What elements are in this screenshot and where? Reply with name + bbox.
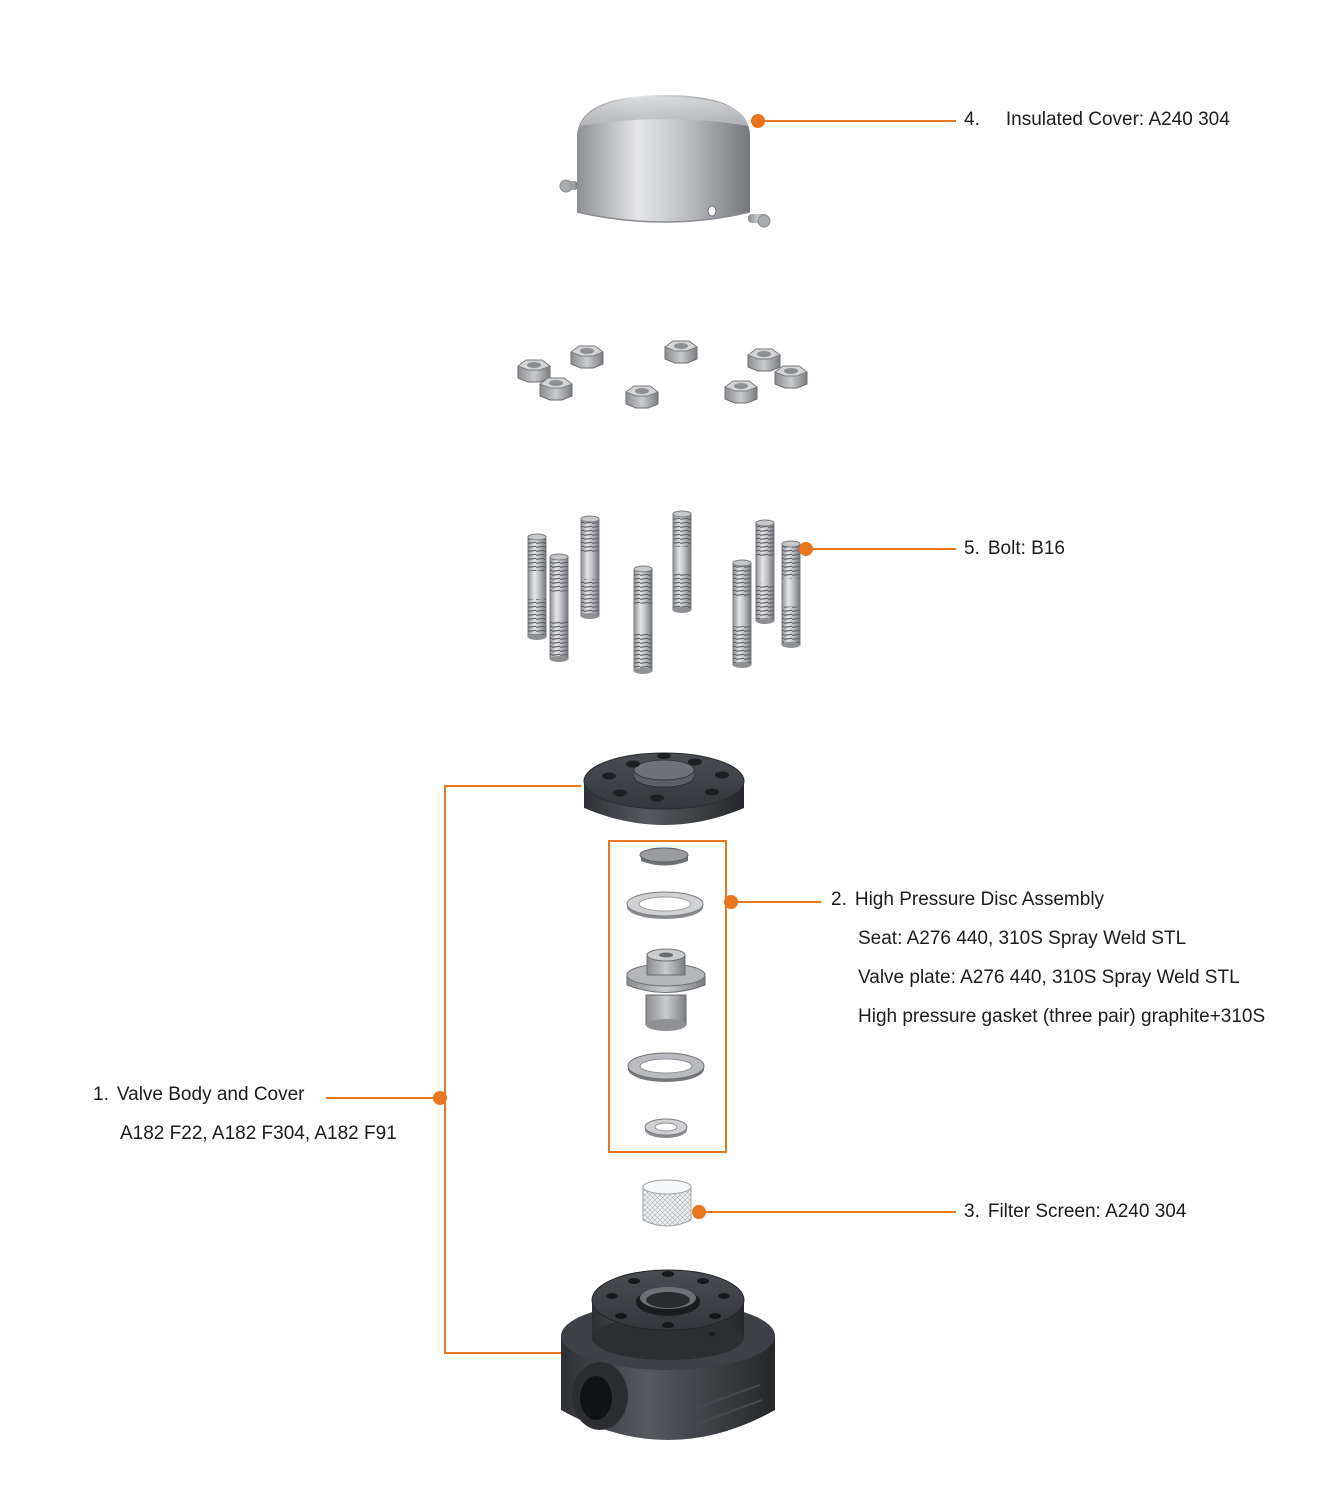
stud-bolt-icon (781, 540, 801, 648)
hex-nut-icon (516, 359, 552, 383)
callout-1-label: 1. Valve Body and Cover (93, 1084, 305, 1106)
hex-nut-icon (624, 385, 660, 409)
stud-bolt-icon (633, 565, 653, 674)
callout-dot-2 (724, 895, 738, 909)
callout-4-number: 4. (964, 109, 980, 130)
callout-3-number: 3. (964, 1201, 980, 1222)
callout-leaders (326, 120, 956, 1354)
callout-5-label: 5. Bolt: B16 (964, 538, 1065, 560)
hex-nut-icon (746, 348, 782, 372)
callout-dot-5 (799, 542, 813, 556)
stud-bolt-icon (580, 515, 600, 619)
callout-1-text: Valve Body and Cover (116, 1084, 305, 1105)
stud-bolt-icon (672, 510, 692, 613)
callout-4-text: Insulated Cover: A240 304 (1005, 109, 1230, 130)
stud-bolt-icon (549, 553, 569, 662)
callout-dot-4 (751, 114, 765, 128)
callout-2-seat-line: Seat: A276 440, 310S Spray Weld STL (858, 928, 1187, 949)
insulated-cover-part (559, 95, 771, 228)
callout-dot-3 (692, 1205, 706, 1219)
callout-5-text: Bolt: B16 (987, 538, 1065, 559)
hex-nut-icon (723, 380, 759, 404)
nuts-group (516, 340, 809, 409)
hex-nut-icon (538, 377, 574, 401)
callout-2-valve-plate-line: Valve plate: A276 440, 310S Spray Weld S… (858, 967, 1240, 988)
stud-bolt-icon (527, 533, 547, 640)
disc-assembly-bracket (608, 840, 727, 1153)
callout-3-text: Filter Screen: A240 304 (987, 1201, 1187, 1222)
callout-dots (433, 114, 813, 1219)
callout-2-label: 2. High Pressure Disc Assembly (831, 889, 1104, 911)
disc-assembly-part (626, 847, 706, 1138)
callout-1-number: 1. (93, 1084, 109, 1105)
hex-nut-icon (663, 340, 699, 364)
bolts-group (527, 510, 801, 674)
callout-2-gasket-line: High pressure gasket (three pair) graphi… (858, 1006, 1266, 1027)
callout-dot-1 (433, 1091, 447, 1105)
hex-nut-icon (569, 345, 605, 369)
valve-body-part (561, 1269, 775, 1440)
callout-5-number: 5. (964, 538, 980, 559)
stud-bolt-icon (732, 559, 752, 668)
hex-nut-icon (773, 365, 809, 389)
valve-body-bracket (444, 785, 581, 1354)
callout-4-label: 4. Insulated Cover: A240 304 (964, 109, 1230, 131)
filter-screen-part (642, 1179, 692, 1227)
callout-2-text: High Pressure Disc Assembly (854, 889, 1105, 910)
callout-1-materials-line: A182 F22, A182 F304, A182 F91 (120, 1123, 397, 1144)
stud-bolt-icon (755, 519, 775, 624)
callout-3-label: 3. Filter Screen: A240 304 (964, 1201, 1186, 1223)
callout-2-number: 2. (831, 889, 847, 910)
valve-cover-part (583, 752, 745, 825)
